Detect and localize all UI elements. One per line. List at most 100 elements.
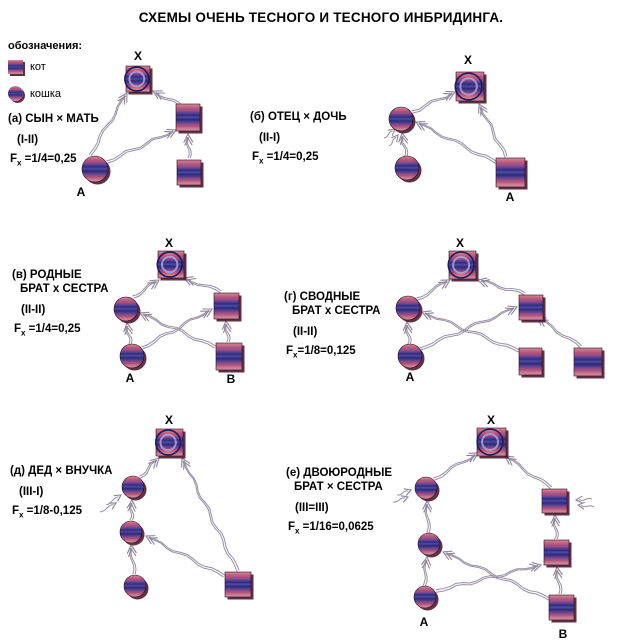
x-label: X bbox=[165, 236, 173, 250]
arrowhead bbox=[124, 326, 133, 335]
arrow-line bbox=[88, 94, 126, 155]
scheme-title: (д) ДЕД × ВНУЧКА bbox=[10, 465, 113, 477]
female-node bbox=[123, 574, 149, 600]
male-node bbox=[224, 571, 254, 600]
arrowhead bbox=[554, 570, 563, 579]
arrow-line bbox=[142, 310, 210, 350]
arrowhead bbox=[403, 325, 413, 334]
arrowhead bbox=[466, 454, 476, 463]
arrowhead bbox=[531, 562, 543, 572]
male-node bbox=[541, 488, 570, 516]
stub-arrow-line bbox=[105, 496, 119, 506]
generation-formula: (II-II) bbox=[21, 304, 46, 316]
arrow-line bbox=[412, 93, 453, 114]
arrowhead bbox=[148, 460, 157, 469]
arrow-line bbox=[141, 309, 210, 348]
arrowhead bbox=[445, 90, 457, 100]
arrow-line bbox=[424, 313, 519, 353]
generation-formula: (I-II) bbox=[17, 134, 39, 146]
female-node bbox=[121, 475, 147, 501]
stub-arrow-line bbox=[99, 504, 114, 513]
page-title: СХЕМЫ ОЧЕНЬ ТЕСНОГО И ТЕСНОГО ИНБРИДИНГА… bbox=[138, 10, 504, 25]
node-label: B bbox=[227, 372, 236, 386]
arrow-line bbox=[133, 281, 157, 299]
arrowhead bbox=[507, 457, 517, 466]
arrow-line bbox=[400, 135, 407, 157]
female-node bbox=[119, 520, 145, 546]
stub-arrow-line bbox=[388, 136, 397, 147]
node-label: A bbox=[77, 185, 86, 199]
inbreeding-coefficient: Fx=1/8=0,125 bbox=[286, 345, 356, 360]
arrowhead bbox=[202, 308, 213, 318]
scheme-g-label-block: (г) СВОДНЫЕ БРАТ х СЕСТРА (II-II) Fx=1/8… bbox=[284, 290, 380, 362]
male-node bbox=[518, 294, 546, 323]
scheme-title-line2: БРАТ × СЕСТРА bbox=[294, 481, 383, 493]
female-node bbox=[395, 295, 423, 323]
diagram-b: AX bbox=[383, 53, 528, 204]
arrowhead bbox=[108, 502, 117, 510]
x-label: X bbox=[464, 53, 472, 67]
arrowhead bbox=[442, 92, 452, 101]
arrowhead bbox=[148, 537, 158, 545]
arrow-line bbox=[433, 453, 476, 479]
male-node bbox=[176, 159, 204, 188]
arrow-line bbox=[186, 278, 222, 292]
arrow-line bbox=[538, 318, 581, 349]
arrow-line bbox=[480, 106, 508, 157]
female-in-pair bbox=[476, 428, 504, 456]
arrow-line bbox=[125, 325, 131, 345]
scheme-title: (е) ДВОЮРОДНЫЕ bbox=[286, 467, 393, 479]
arrowhead bbox=[149, 279, 160, 289]
arrowhead bbox=[400, 495, 410, 503]
node-label: B bbox=[559, 627, 568, 641]
arrow-line bbox=[128, 502, 133, 521]
arrow-line bbox=[224, 323, 229, 343]
female-in-pair bbox=[154, 429, 182, 456]
x-label: X bbox=[487, 413, 495, 427]
arrowhead bbox=[117, 95, 126, 105]
female-node bbox=[397, 343, 425, 371]
scheme-e-label-block: (е) ДВОЮРОДНЫЕ БРАТ × СЕСТРА (III=III) F… bbox=[286, 466, 392, 538]
male-node bbox=[215, 342, 245, 373]
male-cat-square-icon bbox=[8, 60, 23, 74]
generation-formula: (II-II) bbox=[293, 326, 318, 338]
inbreeding-coefficient: Fx =1/4=0,25 bbox=[252, 151, 319, 166]
arrowhead bbox=[438, 281, 448, 290]
arrow-line bbox=[506, 457, 551, 490]
arrow-line bbox=[419, 307, 515, 349]
arrow-line bbox=[183, 460, 240, 571]
arrowhead bbox=[399, 136, 408, 145]
arrow-line bbox=[90, 95, 127, 156]
arrow-line bbox=[539, 317, 583, 347]
mating-pair-node bbox=[156, 250, 187, 281]
legend-heading: обозначения: bbox=[8, 40, 83, 52]
arrowhead bbox=[421, 560, 430, 569]
female-in-pair bbox=[447, 251, 475, 279]
stub-arrow-line bbox=[578, 497, 593, 501]
arrow-line bbox=[424, 312, 520, 351]
male-node bbox=[495, 157, 528, 190]
arrow-line bbox=[417, 281, 448, 301]
arrow-line bbox=[425, 503, 431, 534]
scheme-title: (б) ОТЕЦ × ДОЧЬ bbox=[250, 111, 347, 123]
scheme-a-label-block: (а) СЫН × МАТЬ (I-II) Fx =1/4=0,25 bbox=[8, 112, 99, 170]
scheme-v-label-block: (в) РОДНЫЕ БРАТ х СЕСТРА (II-II) Fx =1/4… bbox=[12, 268, 108, 340]
scheme-title: (а) СЫН × МАТЬ bbox=[8, 113, 99, 125]
mating-pair-node bbox=[447, 250, 479, 282]
arrowhead bbox=[183, 460, 191, 470]
male-node bbox=[543, 539, 572, 568]
x-label: X bbox=[134, 49, 142, 63]
node-label: A bbox=[406, 370, 415, 384]
arrowhead bbox=[222, 324, 232, 333]
arrow-line bbox=[148, 537, 224, 578]
scheme-title-line2: БРАТ х СЕСТРА bbox=[292, 305, 381, 317]
arrow-line bbox=[480, 280, 525, 296]
arrowhead bbox=[123, 321, 134, 333]
scheme-title: (в) РОДНЫЕ bbox=[12, 269, 82, 281]
female-node bbox=[394, 155, 422, 183]
arrow-line bbox=[480, 279, 526, 294]
diagram-a: AX bbox=[77, 49, 204, 199]
arrowhead bbox=[118, 92, 128, 103]
